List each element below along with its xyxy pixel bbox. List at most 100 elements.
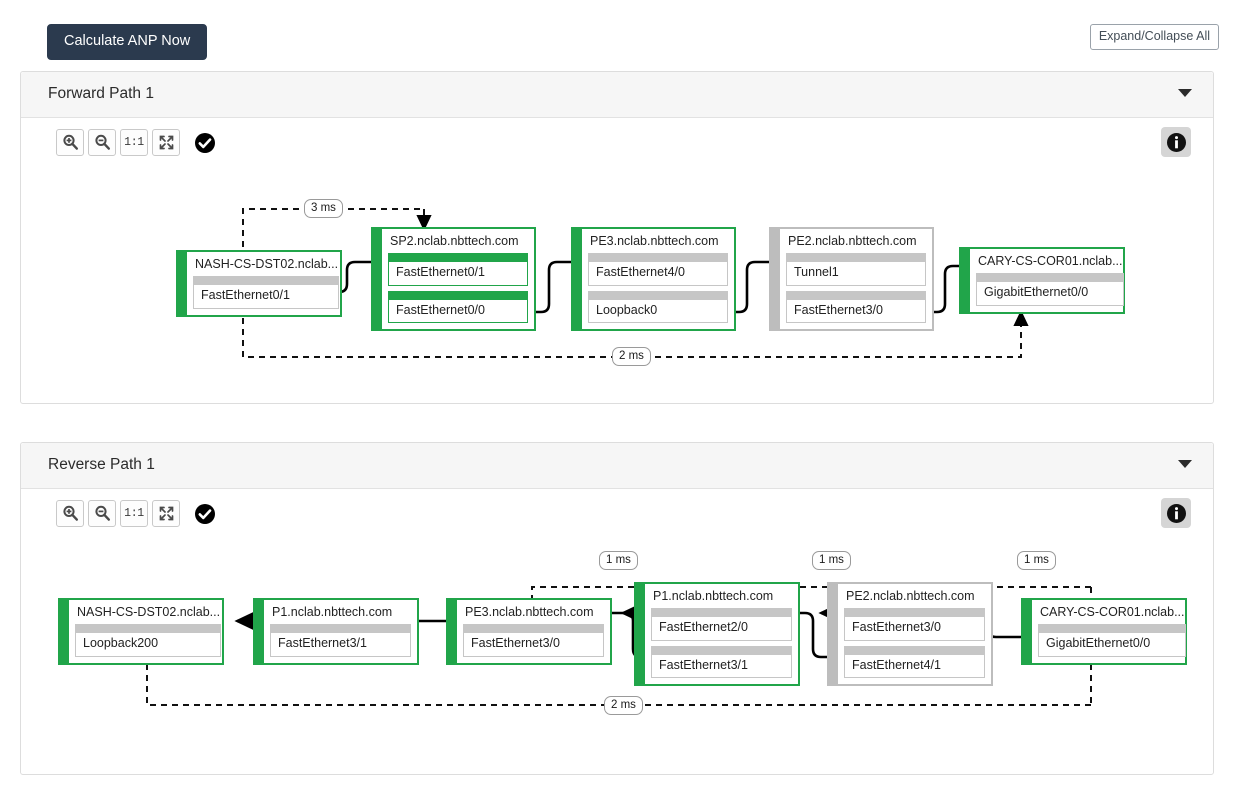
chevron-down-icon[interactable] bbox=[1178, 460, 1192, 468]
interface-status-cap bbox=[75, 623, 222, 632]
interface-status-cap bbox=[463, 623, 604, 632]
interface-entry: FastEthernet0/1 bbox=[388, 252, 528, 286]
node-device[interactable]: CARY-CS-COR01.nclab... GigabitEthernet0/… bbox=[1021, 598, 1187, 665]
interface-entry: FastEthernet4/0 bbox=[588, 252, 728, 286]
node-hostname: PE3.nclab.nbttech.com bbox=[590, 234, 719, 248]
latency-pill: 3 ms bbox=[304, 199, 343, 219]
node-status-bar bbox=[829, 584, 838, 685]
interface-entry: FastEthernet3/0 bbox=[786, 290, 926, 324]
forward-path-panel: Forward Path 1 1:1 bbox=[20, 71, 1214, 404]
node-device[interactable]: P1.nclab.nbttech.com FastEthernet3/1 bbox=[253, 598, 419, 665]
reverse-diagram-toolbar: 1:1 bbox=[56, 500, 216, 527]
interface-status-cap bbox=[588, 290, 728, 299]
interface-label: GigabitEthernet0/0 bbox=[976, 280, 1124, 306]
node-device[interactable]: NASH-CS-DST02.nclab... FastEthernet0/1 bbox=[176, 250, 342, 317]
latency-pill: 2 ms bbox=[612, 347, 651, 367]
interface-status-cap bbox=[786, 290, 926, 299]
forward-path-diagram[interactable]: NASH-CS-DST02.nclab... FastEthernet0/1 S… bbox=[21, 72, 1215, 405]
node-status-bar bbox=[771, 229, 780, 330]
node-status-bar bbox=[60, 600, 69, 663]
interface-status-cap bbox=[976, 272, 1124, 281]
interface-entry: FastEthernet3/1 bbox=[270, 623, 411, 657]
latency-pill: 2 ms bbox=[604, 696, 643, 716]
actual-size-button[interactable]: 1:1 bbox=[120, 500, 148, 527]
info-icon bbox=[1166, 132, 1186, 152]
reverse-info-button[interactable] bbox=[1161, 498, 1191, 528]
interface-label: FastEthernet2/0 bbox=[651, 615, 792, 641]
node-hostname: PE3.nclab.nbttech.com bbox=[465, 605, 594, 619]
interface-entry: FastEthernet3/0 bbox=[844, 607, 985, 641]
node-device[interactable]: CARY-CS-COR01.nclab... GigabitEthernet0/… bbox=[959, 247, 1125, 314]
info-icon bbox=[1166, 503, 1186, 523]
node-device[interactable]: PE3.nclab.nbttech.com FastEthernet4/0 Lo… bbox=[571, 227, 736, 332]
interface-status-cap bbox=[844, 645, 985, 654]
interface-entry: GigabitEthernet0/0 bbox=[1038, 623, 1186, 657]
forward-path-header[interactable]: Forward Path 1 bbox=[21, 72, 1213, 118]
interface-entry: FastEthernet0/1 bbox=[193, 275, 340, 309]
node-status-bar bbox=[1023, 600, 1032, 663]
check-circle-icon[interactable] bbox=[194, 503, 216, 525]
forward-info-button[interactable] bbox=[1161, 127, 1191, 157]
node-device[interactable]: PE2.nclab.nbttech.com FastEthernet3/0 Fa… bbox=[827, 582, 993, 687]
interface-label: FastEthernet0/1 bbox=[388, 260, 528, 286]
interface-label: FastEthernet0/1 bbox=[193, 283, 340, 309]
interface-status-cap bbox=[193, 275, 340, 284]
interface-status-cap bbox=[651, 607, 792, 616]
interface-entry: FastEthernet3/1 bbox=[651, 645, 792, 679]
interface-entry: FastEthernet0/0 bbox=[388, 290, 528, 324]
forward-path-title: Forward Path 1 bbox=[48, 85, 154, 102]
interface-status-cap bbox=[786, 252, 926, 261]
node-status-bar bbox=[573, 229, 582, 330]
node-device[interactable]: PE3.nclab.nbttech.com FastEthernet3/0 bbox=[446, 598, 612, 665]
interface-entry: FastEthernet2/0 bbox=[651, 607, 792, 641]
interface-entry: FastEthernet4/1 bbox=[844, 645, 985, 679]
interface-label: FastEthernet0/0 bbox=[388, 298, 528, 324]
node-hostname: CARY-CS-COR01.nclab... bbox=[1040, 605, 1185, 619]
node-hostname: NASH-CS-DST02.nclab... bbox=[77, 605, 221, 619]
node-hostname: PE2.nclab.nbttech.com bbox=[788, 234, 917, 248]
check-circle-icon[interactable] bbox=[194, 132, 216, 154]
interface-entry: Tunnel1 bbox=[786, 252, 926, 286]
reverse-path-panel: Reverse Path 1 1:1 bbox=[20, 442, 1214, 775]
latency-pill: 1 ms bbox=[599, 551, 638, 571]
latency-pill: 1 ms bbox=[812, 551, 851, 571]
zoom-out-icon[interactable] bbox=[88, 129, 116, 156]
chevron-down-icon[interactable] bbox=[1178, 89, 1192, 97]
node-device[interactable]: PE2.nclab.nbttech.com Tunnel1 FastEthern… bbox=[769, 227, 934, 332]
interface-label: GigabitEthernet0/0 bbox=[1038, 631, 1186, 657]
zoom-in-icon[interactable] bbox=[56, 129, 84, 156]
node-device[interactable]: SP2.nclab.nbttech.com FastEthernet0/1 Fa… bbox=[371, 227, 536, 332]
reverse-path-title: Reverse Path 1 bbox=[48, 456, 155, 473]
node-hostname: P1.nclab.nbttech.com bbox=[653, 589, 774, 603]
interface-label: FastEthernet3/0 bbox=[844, 615, 985, 641]
fit-screen-icon[interactable] bbox=[152, 500, 180, 527]
interface-status-cap bbox=[588, 252, 728, 261]
fit-screen-icon[interactable] bbox=[152, 129, 180, 156]
interface-entry: Loopback0 bbox=[588, 290, 728, 324]
top-action-bar: Calculate ANP Now Expand/Collapse All bbox=[0, 0, 1234, 64]
expand-collapse-all-button[interactable]: Expand/Collapse All bbox=[1089, 24, 1219, 50]
node-hostname: CARY-CS-COR01.nclab... bbox=[978, 254, 1123, 268]
calculate-anp-now-button[interactable]: Calculate ANP Now bbox=[47, 24, 208, 60]
node-hostname: NASH-CS-DST02.nclab... bbox=[195, 257, 339, 271]
interface-label: FastEthernet3/1 bbox=[651, 653, 792, 679]
reverse-path-header[interactable]: Reverse Path 1 bbox=[21, 443, 1213, 489]
interface-label: Tunnel1 bbox=[786, 260, 926, 286]
node-device[interactable]: NASH-CS-DST02.nclab... Loopback200 bbox=[58, 598, 224, 665]
actual-size-button[interactable]: 1:1 bbox=[120, 129, 148, 156]
node-device[interactable]: P1.nclab.nbttech.com FastEthernet2/0 Fas… bbox=[634, 582, 800, 687]
interface-label: FastEthernet3/0 bbox=[463, 631, 604, 657]
zoom-out-icon[interactable] bbox=[88, 500, 116, 527]
interface-entry: Loopback200 bbox=[75, 623, 222, 657]
node-status-bar bbox=[961, 249, 970, 312]
interface-label: Loopback0 bbox=[588, 298, 728, 324]
interface-label: Loopback200 bbox=[75, 631, 222, 657]
node-hostname: P1.nclab.nbttech.com bbox=[272, 605, 393, 619]
interface-status-cap bbox=[844, 607, 985, 616]
interface-label: FastEthernet3/1 bbox=[270, 631, 411, 657]
zoom-in-icon[interactable] bbox=[56, 500, 84, 527]
interface-label: FastEthernet4/1 bbox=[844, 653, 985, 679]
interface-status-cap bbox=[270, 623, 411, 632]
reverse-path-diagram[interactable]: NASH-CS-DST02.nclab... Loopback200 P1.nc… bbox=[21, 443, 1215, 776]
